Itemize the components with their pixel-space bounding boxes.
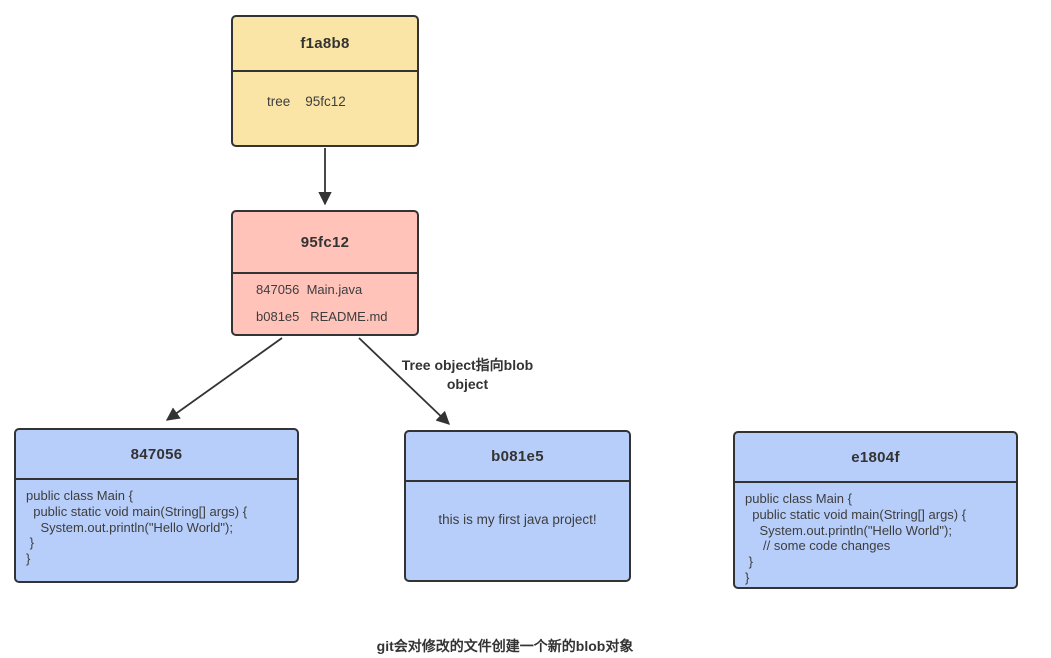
blob-box-847056: 847056 public class Main { public static… bbox=[14, 428, 299, 583]
diagram-caption: git会对修改的文件创建一个新的blob对象 bbox=[376, 638, 634, 654]
commit-box-tree-ref: tree 95fc12 bbox=[267, 94, 346, 109]
blob-box-title: e1804f bbox=[735, 433, 1016, 483]
blob-box-title: b081e5 bbox=[406, 432, 629, 482]
tree-box-entries: 847056 Main.java b081e5 README.md bbox=[233, 274, 417, 334]
blob-content-code: public class Main { public static void m… bbox=[745, 491, 967, 585]
tree-to-blob-annotation: Tree object指向blob object bbox=[401, 357, 534, 392]
blob-content-text: this is my first java project! bbox=[438, 511, 597, 527]
tree-entry-main-java: 847056 Main.java bbox=[256, 282, 363, 297]
tree-box-title: 95fc12 bbox=[233, 212, 417, 274]
blob-box-title: 847056 bbox=[16, 430, 297, 480]
blob-box-e1804f: e1804f public class Main { public static… bbox=[733, 431, 1018, 589]
commit-box-f1a8b8: f1a8b8 tree 95fc12 bbox=[231, 15, 419, 147]
commit-box-title: f1a8b8 bbox=[233, 17, 417, 72]
tree-entry-readme-md: b081e5 README.md bbox=[256, 309, 388, 324]
blob-box-b081e5: b081e5 this is my first java project! bbox=[404, 430, 631, 582]
tree-box-95fc12: 95fc12 847056 Main.java b081e5 README.md bbox=[231, 210, 419, 336]
blob-content-code: public class Main { public static void m… bbox=[26, 488, 248, 567]
arrow-tree-to-blob-847056 bbox=[165, 337, 283, 421]
